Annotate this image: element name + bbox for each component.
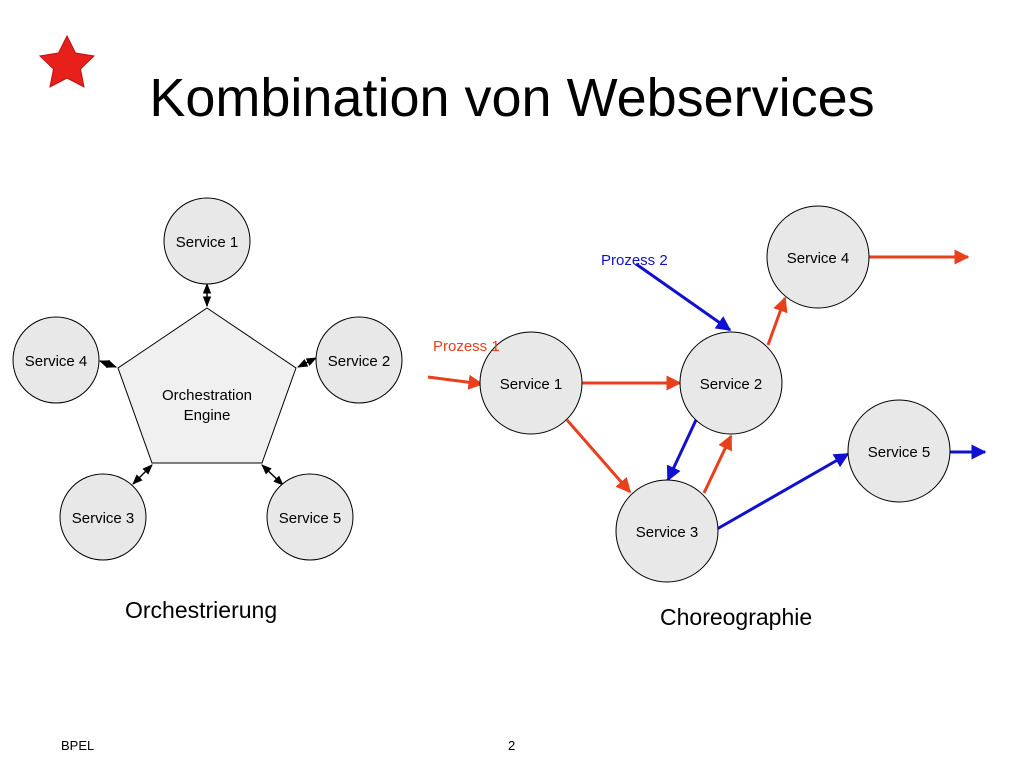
chor-service-2-label: Service 2 — [700, 376, 763, 393]
engine-label-line2: Engine — [184, 407, 231, 424]
chor-service-4-label: Service 4 — [787, 250, 850, 267]
choreography-diagram: Service 1 Service 2 Service 3 Service 4 … — [427, 205, 987, 583]
connector-engine-service5 — [261, 464, 284, 486]
chor-service-5-node — [847, 399, 951, 503]
chor-service-3-label: Service 3 — [636, 524, 699, 541]
orchestration-diagram: Orchestration Engine Service 1 Service 2… — [12, 197, 403, 561]
chor-service-1-label: Service 1 — [500, 376, 563, 393]
process-2-label: Prozess 2 — [601, 252, 668, 269]
p1-arrow-in — [427, 374, 484, 390]
p2-arrow-s3-s5 — [716, 452, 850, 531]
orch-service-4-node — [12, 316, 100, 404]
orch-service-2-node — [315, 316, 403, 404]
orch-service-3-node — [59, 473, 147, 561]
engine-label-line1: Orchestration — [162, 387, 252, 404]
p1-arrow-s1-s3 — [565, 419, 632, 494]
p2-arrow-in — [635, 262, 732, 332]
star-icon — [38, 34, 96, 88]
chor-service-2-node — [679, 331, 783, 435]
chor-service-5-label: Service 5 — [868, 444, 931, 461]
p1-arrow-s3-s2 — [702, 434, 733, 494]
page-number: 2 — [508, 738, 516, 753]
orch-service-5-label: Service 5 — [279, 510, 342, 527]
process-1-label: Prozess 1 — [433, 338, 500, 355]
p2-arrow-s2-s3 — [666, 419, 698, 482]
connector-engine-service3 — [132, 464, 153, 485]
footer-left: BPEL — [61, 738, 95, 753]
p1-arrow-s2-s4 — [766, 296, 788, 346]
chor-service-3-node — [615, 479, 719, 583]
slide-title: Kombination von Webservices — [149, 68, 875, 128]
orch-service-2-label: Service 2 — [328, 353, 391, 370]
orch-service-4-label: Service 4 — [25, 353, 88, 370]
orch-service-3-label: Service 3 — [72, 510, 135, 527]
connector-engine-service2 — [297, 357, 317, 368]
orch-service-1-label: Service 1 — [176, 234, 239, 251]
orch-service-1-node — [163, 197, 251, 285]
orchestration-caption: Orchestrierung — [125, 597, 278, 623]
chor-service-4-node — [766, 205, 870, 309]
choreography-caption: Choreographie — [660, 604, 813, 630]
orch-service-5-node — [266, 473, 354, 561]
orchestration-engine — [117, 307, 297, 464]
chor-service-1-node — [479, 331, 583, 435]
connector-engine-service4 — [99, 359, 117, 369]
